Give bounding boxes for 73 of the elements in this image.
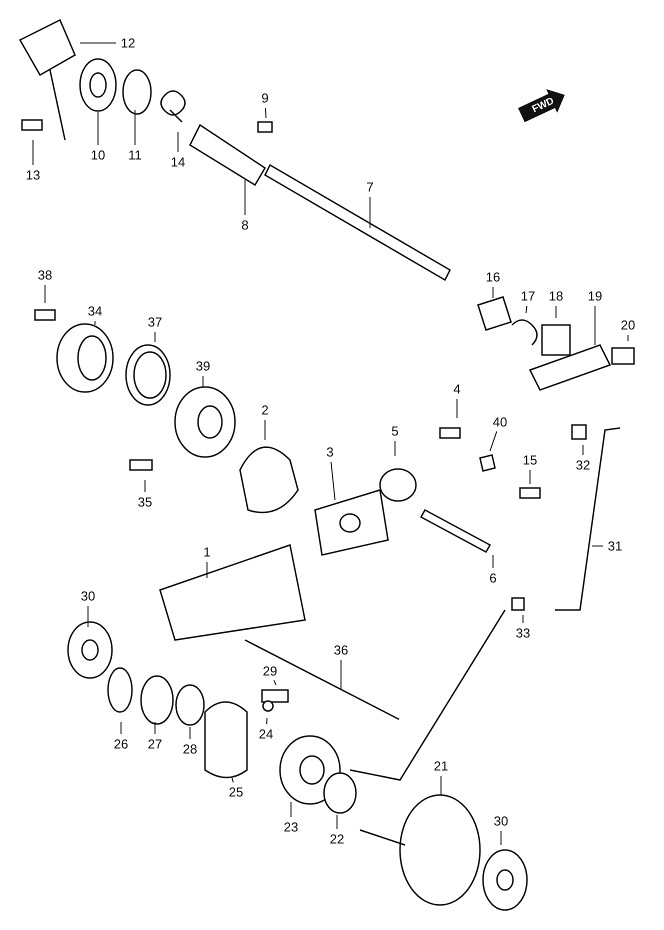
callout-number: 40: [492, 414, 508, 430]
leader-line: [490, 430, 498, 452]
callout-number: 39: [196, 358, 210, 374]
callout-number: 6: [489, 570, 497, 586]
leader-line: [492, 554, 494, 568]
callout-number: 38: [38, 268, 52, 282]
callout-number: 17: [520, 288, 536, 304]
leader-line: [526, 305, 528, 314]
leader-line: [336, 814, 338, 830]
leader-line: [394, 440, 396, 456]
callout-number: 25: [228, 784, 244, 800]
leader-line: [492, 286, 494, 298]
callout-number: 11: [128, 148, 142, 162]
leader-line: [32, 140, 34, 166]
leader-line: [266, 718, 268, 725]
callout-number: 18: [548, 288, 564, 304]
leader-line: [330, 461, 336, 500]
callout-number: 21: [434, 758, 448, 774]
callout-number: 35: [138, 494, 152, 510]
callout-number: 4: [453, 382, 461, 396]
leader-line: [522, 614, 524, 624]
leader-line: [134, 110, 136, 146]
callout-number: 22: [330, 832, 344, 846]
leader-line: [144, 480, 146, 492]
callout-number: 8: [241, 218, 249, 232]
leader-line: [206, 562, 208, 578]
callout-number: 33: [516, 626, 530, 640]
callout-number: 23: [284, 820, 298, 834]
callout-number: 7: [366, 180, 374, 194]
callout-number: 19: [588, 288, 602, 304]
leader-line: [94, 320, 96, 326]
leader-line: [44, 284, 46, 304]
leader-line: [456, 398, 458, 418]
leader-line: [440, 776, 442, 796]
callout-number: 12: [120, 36, 136, 50]
callout-number: 37: [148, 314, 162, 330]
leader-line: [500, 830, 502, 846]
callout-number: 29: [262, 664, 278, 678]
callout-number: 31: [608, 538, 622, 554]
callout-number: 27: [148, 736, 162, 752]
callout-number: 34: [88, 304, 102, 318]
leader-line: [264, 420, 266, 440]
callout-number: 30: [494, 814, 508, 828]
callout-number: 30: [80, 588, 96, 604]
leader-line: [80, 42, 116, 44]
callout-number: 16: [486, 270, 500, 284]
callout-number: 20: [620, 318, 636, 332]
callout-number: 26: [114, 736, 128, 752]
callout-number: 5: [391, 424, 399, 438]
leader-line: [154, 722, 156, 734]
leader-line: [154, 332, 156, 342]
leader-line: [244, 180, 246, 216]
callout-number: 14: [170, 154, 186, 170]
leader-line: [582, 444, 584, 456]
callout-number: 3: [326, 444, 334, 460]
callout-number: 10: [90, 148, 106, 162]
callout-number: 36: [334, 642, 348, 658]
callout-number: 9: [261, 90, 269, 106]
callout-number: 24: [258, 726, 274, 742]
leader-line: [265, 108, 266, 118]
leader-line: [340, 660, 342, 690]
leader-line: [232, 778, 234, 783]
callout-number: 15: [522, 452, 538, 468]
callout-number: 13: [26, 168, 40, 182]
callout-number: 28: [182, 742, 198, 756]
leader-line: [120, 722, 122, 734]
callout-number: 2: [261, 402, 269, 418]
leader-line: [202, 376, 204, 388]
callout-number: 32: [576, 458, 590, 472]
leader-line: [290, 802, 292, 818]
leader-line: [273, 680, 276, 686]
leader-line: [594, 306, 596, 346]
callout-number: 1: [203, 544, 211, 560]
